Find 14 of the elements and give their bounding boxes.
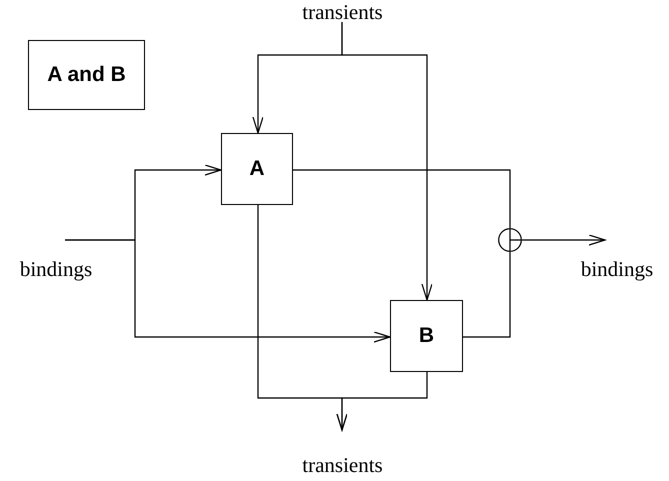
signal-label: transients xyxy=(302,0,383,25)
block-box xyxy=(28,40,145,110)
signal-label: bindings xyxy=(20,257,92,282)
block-box xyxy=(221,133,293,205)
arrow xyxy=(522,234,606,246)
block-label: B xyxy=(418,324,434,348)
arrow xyxy=(336,372,428,431)
arrow xyxy=(65,239,391,343)
block-label: A and B xyxy=(47,63,126,87)
signal-label: bindings xyxy=(580,257,654,282)
block-label: A xyxy=(249,157,265,181)
arrow xyxy=(341,22,433,301)
signal-label: transients xyxy=(302,453,383,478)
block-box xyxy=(390,300,463,372)
